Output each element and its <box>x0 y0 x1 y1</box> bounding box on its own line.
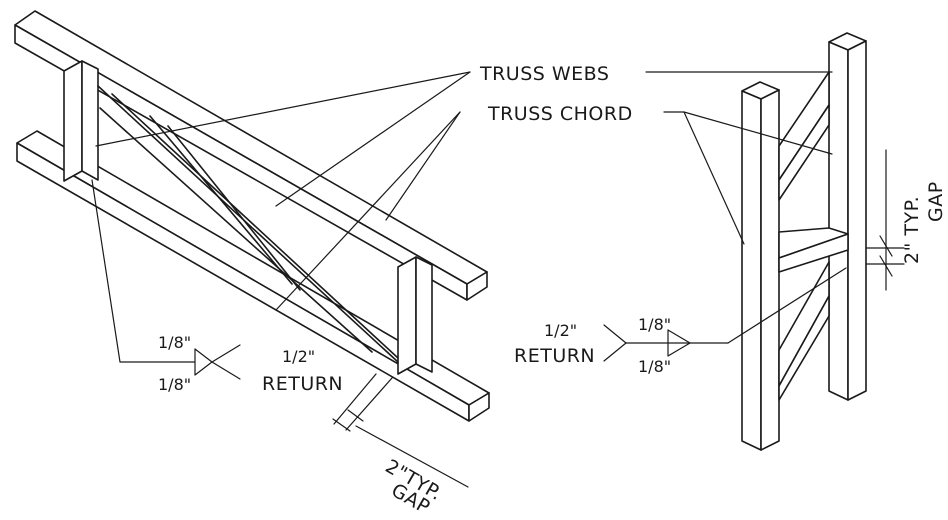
truss-webs-label: TRUSS WEBS <box>479 63 609 85</box>
right-chord-b <box>828 32 867 401</box>
left-vertical-web-b <box>397 256 433 375</box>
left-return-size: 1/2" <box>282 347 315 366</box>
right-gap-size: 2" TYP. <box>901 196 923 264</box>
right-upper-web <box>778 71 830 201</box>
right-weld-bottom-size: 1/8" <box>638 357 671 376</box>
right-truss <box>603 32 905 451</box>
right-gap-dimension <box>865 149 905 291</box>
left-vertical-web-a <box>63 60 99 182</box>
right-gap-label: GAP <box>925 181 947 222</box>
left-top-chord <box>14 10 488 301</box>
right-strut <box>778 227 849 273</box>
left-diagonal-webs <box>97 85 399 363</box>
left-weld-top-size: 1/8" <box>158 333 191 352</box>
left-gap-dimension <box>332 373 469 488</box>
truss-chord-leaders <box>275 111 833 311</box>
right-weld-symbol <box>603 267 847 362</box>
truss-chord-label: TRUSS CHORD <box>487 103 633 125</box>
right-chord-a <box>741 81 780 451</box>
left-weld-bottom-size: 1/8" <box>158 375 191 394</box>
right-lower-web <box>778 261 830 401</box>
right-weld-top-size: 1/8" <box>638 315 671 334</box>
right-return-label: RETURN <box>514 345 595 367</box>
left-weld-symbol <box>91 179 241 380</box>
truss-webs-leaders <box>95 71 833 207</box>
right-return-size: 1/2" <box>544 321 577 340</box>
left-truss <box>14 10 490 488</box>
left-return-label: RETURN <box>262 373 343 395</box>
